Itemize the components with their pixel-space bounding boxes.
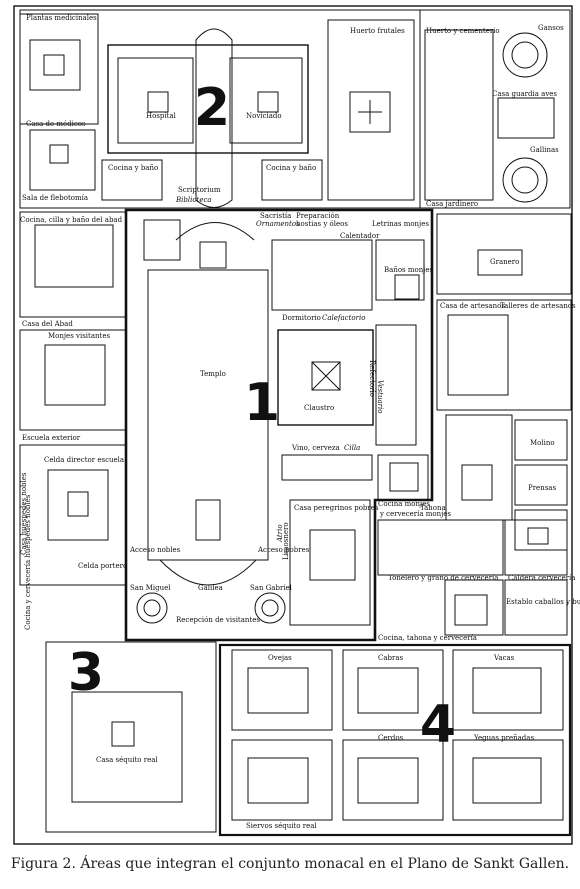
zone-1-number: 1 [244,373,280,433]
label-talleres-artesanos: Talleres de artesanos [500,302,576,310]
monastery-plan: 2 1 3 4 Plantas medicinales Huerto fruta… [13,5,580,845]
label-dormitorio: Dormitorio [282,314,321,322]
label-hostias-oleos: hostias y óleos [296,220,348,228]
label-ovejas: Ovejas [268,654,292,662]
label-refectorio: Refectorio [368,360,376,397]
label-casa-medicos: Casa de médicos [26,120,86,128]
label-sala-flebotomia: Sala de flebotomía [22,194,88,202]
zone-3-number: 3 [68,643,104,703]
label-cocina-monjes: Cocina monjes [378,500,430,508]
label-casa-peregrinos: Casa peregrinos pobres [294,504,379,512]
label-cabras: Cabras [378,654,404,662]
label-caldera-cerveceria: Caldera cervecería [508,574,575,582]
label-acceso-nobles: Acceso nobles [129,546,181,554]
label-hospital: Hospital [146,112,177,120]
label-scriptorium: Scriptorium [178,186,221,194]
label-tahona: Tahona [420,504,446,512]
label-templo: Templo [200,370,226,378]
label-gallinas: Gallinas [530,146,559,154]
label-casa-guardia-aves: Casa guardia aves [492,90,557,98]
label-cocina-cerveceria: Cocina y cervecería huéspedes nobles [24,494,32,630]
label-vestuario: Vestuario [376,380,384,413]
label-ornamentos: Ornamentos [256,220,300,228]
label-san-miguel: San Miguel [130,584,171,592]
label-atrio: Atrio [276,524,284,543]
label-granero: Granero [490,258,519,266]
label-cerdos: Cerdos [378,734,404,742]
label-recepcion-visitantes: Recepción de visitantes [176,616,260,624]
label-casa-sequito: Casa séquito real [96,756,158,764]
label-calefactorio: Calefactorio [322,314,365,322]
label-gansos: Gansos [538,24,564,32]
label-huerto-cementerio: Huerto y cementerio [426,27,500,35]
label-establo-caballos: Establo caballos y bueyes [506,598,580,606]
label-noviciado: Noviciado [246,112,282,120]
label-banos-monjes: Baños monjes [384,266,434,274]
label-cerveceria-monjes: y cervecería monjes [379,510,451,518]
label-cocina-bano-1: Cocina y baño [108,164,158,172]
label-molino: Molino [530,439,555,447]
label-galilea: Galilea [198,584,223,592]
label-letrinas: Letrinas monjes [372,220,429,228]
label-celda-portero: Celda portero [78,562,127,570]
label-acceso-pobres: Acceso pobres [257,546,310,554]
label-casa-artesanos: Casa de artesanos [440,302,505,310]
label-san-gabriel: San Gabriel [250,584,293,592]
label-huerto-frutales: Huerto frutales [350,27,405,35]
label-casa-jardinero: Casa jardinero [426,200,478,208]
label-monjes-visitantes: Monjes visitantes [48,332,110,340]
label-siervos: Siervos séquito real [246,822,317,830]
label-calentador: Calentador [340,232,380,240]
label-tonelero: Tonelero y grano de cervecería [388,574,498,582]
label-cocina-tahona: Cocina, tahona y cervecería [378,634,477,642]
label-celda-director: Celda director escuela [44,456,124,464]
label-cilla: Cilla [344,444,360,452]
label-limosnero: Limosnero [282,522,290,560]
label-vacas: Vacas [493,654,515,662]
zone-2-number: 2 [194,78,230,138]
label-plantas-medicinales: Plantas medicinales [26,14,97,22]
zone-4-number: 4 [420,695,456,755]
label-sacristia: Sacristía [260,212,291,220]
label-biblioteca: Biblioteca [175,196,212,204]
label-vino-cerveza: Vino, cerveza [291,444,340,452]
label-casa-huespedes: Casa huéspedes nobles [20,472,28,555]
label-casa-abad: Casa del Abad [22,320,73,328]
label-claustro: Claustro [304,404,334,412]
label-prensas: Prensas [528,484,556,492]
label-cocina-celda-abad: Cocina, cilla y baño del abad [20,216,123,224]
figure-caption: Figura 2. Áreas que integran el conjunto… [10,856,570,872]
label-cocina-bano-2: Cocina y baño [266,164,316,172]
label-preparacion: Preparación [296,212,340,220]
label-escuela-exterior: Escuela exterior [22,434,81,442]
label-yeguas: Yeguas preñadas [473,734,534,742]
